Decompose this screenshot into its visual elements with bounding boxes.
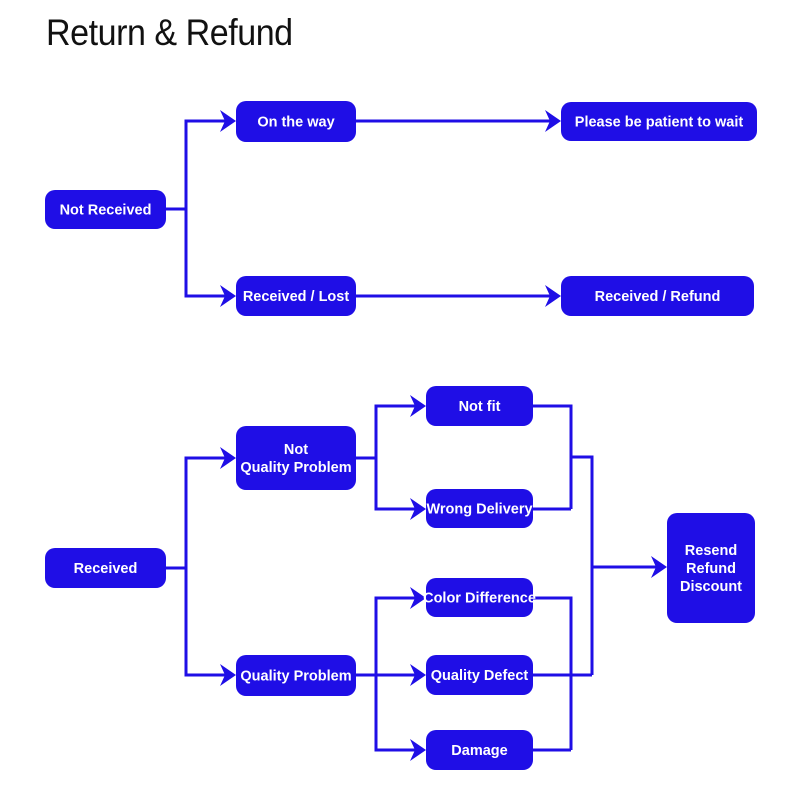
connector-received-to-not-quality-problem — [166, 447, 236, 570]
node-label-resend-refund-discount: Discount — [680, 579, 742, 595]
connector-not-fit-merge — [533, 404, 573, 509]
connector-merge-upper-to-trunk — [571, 455, 594, 567]
arrow-head-icon — [545, 110, 561, 132]
connector-line — [356, 596, 416, 677]
node-shape-received-lost[interactable] — [236, 276, 356, 316]
node-quality-problem[interactable]: Quality Problem — [236, 655, 356, 696]
page-title: Return & Refund — [46, 12, 293, 53]
node-quality-defect[interactable]: Quality Defect — [426, 655, 533, 695]
connector-color-difference-merge — [533, 596, 573, 750]
node-label-received-refund: Received / Refund — [595, 289, 721, 305]
node-shape-received[interactable] — [45, 548, 166, 588]
node-shape-not-received[interactable] — [45, 190, 166, 229]
node-shape-resend-refund-discount[interactable] — [667, 513, 755, 623]
node-label-wrong-delivery: Wrong Delivery — [426, 502, 532, 518]
connector-line — [533, 404, 573, 509]
arrow-head-icon — [545, 285, 561, 307]
node-shape-not-fit[interactable] — [426, 386, 533, 426]
node-shape-please-be-patient-to-wait[interactable] — [561, 102, 757, 141]
arrow-head-icon — [220, 285, 236, 307]
node-label-damage: Damage — [451, 743, 507, 759]
arrow-head-icon — [410, 587, 426, 609]
node-on-the-way[interactable]: On the way — [236, 101, 356, 142]
node-label-quality-defect: Quality Defect — [431, 668, 529, 684]
node-label-quality-problem: Quality Problem — [240, 669, 351, 685]
node-label-on-the-way: On the way — [257, 115, 334, 131]
node-label-not-quality-problem: Quality Problem — [240, 460, 351, 476]
connector-on-the-way-to-please-be-patient — [356, 110, 561, 132]
connectors-layer — [166, 110, 667, 761]
arrow-head-icon — [220, 664, 236, 686]
node-shape-wrong-delivery[interactable] — [426, 489, 533, 528]
node-shape-quality-problem[interactable] — [236, 655, 356, 696]
connector-line — [184, 568, 226, 677]
node-label-received: Received — [74, 561, 138, 577]
connector-line — [184, 209, 226, 298]
node-shape-damage[interactable] — [426, 730, 533, 770]
connector-quality-problem-to-color-difference — [356, 587, 426, 677]
node-not-received[interactable]: Not Received — [45, 190, 166, 229]
node-label-resend-refund-discount: Resend — [685, 543, 737, 559]
node-label-color-difference: Color Difference — [423, 591, 536, 607]
node-label-please-be-patient-to-wait: Please be patient to wait — [575, 115, 744, 131]
node-received-lost[interactable]: Received / Lost — [236, 276, 356, 316]
connector-line — [374, 458, 416, 511]
connector-quality-problem-to-quality-defect — [376, 664, 426, 686]
node-label-received-lost: Received / Lost — [243, 289, 350, 305]
nodes-layer: Not Received On the way Please be patient … — [45, 101, 757, 770]
connector-quality-problem-to-damage — [374, 675, 426, 761]
connector-line — [166, 456, 226, 570]
node-shape-quality-defect[interactable] — [426, 655, 533, 695]
arrow-head-icon — [220, 110, 236, 132]
connector-trunk-to-resend — [592, 556, 667, 578]
connector-not-quality-problem-to-wrong-delivery — [374, 458, 426, 520]
arrow-head-icon — [410, 395, 426, 417]
arrow-head-icon — [410, 739, 426, 761]
connector-line — [356, 404, 416, 460]
node-shape-not-quality-problem[interactable] — [236, 426, 356, 490]
arrow-head-icon — [410, 664, 426, 686]
connector-line — [374, 675, 416, 752]
connector-line — [166, 119, 226, 211]
node-label-not-fit: Not fit — [459, 399, 501, 415]
node-not-fit[interactable]: Not fit — [426, 386, 533, 426]
connector-not-received-to-on-the-way — [166, 110, 236, 211]
node-label-not-quality-problem: Not — [284, 442, 308, 458]
node-shape-received-refund[interactable] — [561, 276, 754, 316]
connector-received-to-quality-problem — [184, 568, 236, 686]
node-received-refund[interactable]: Received / Refund — [561, 276, 754, 316]
arrow-head-icon — [410, 498, 426, 520]
arrow-head-icon — [220, 447, 236, 469]
node-color-difference[interactable]: Color Difference — [423, 578, 536, 617]
node-label-not-received: Not Received — [60, 203, 152, 219]
node-label-resend-refund-discount: Refund — [686, 561, 736, 577]
node-damage[interactable]: Damage — [426, 730, 533, 770]
node-please-be-patient-to-wait[interactable]: Please be patient to wait — [561, 102, 757, 141]
connector-not-quality-problem-to-not-fit — [356, 395, 426, 460]
connector-not-received-to-received-lost — [184, 209, 236, 307]
arrow-head-icon — [651, 556, 667, 578]
connector-line — [533, 596, 573, 750]
connector-line — [571, 455, 594, 567]
node-shape-on-the-way[interactable] — [236, 101, 356, 142]
node-shape-color-difference[interactable] — [426, 578, 533, 617]
node-wrong-delivery[interactable]: Wrong Delivery — [426, 489, 533, 528]
connector-received-lost-to-received-refund — [356, 285, 561, 307]
node-received[interactable]: Received — [45, 548, 166, 588]
